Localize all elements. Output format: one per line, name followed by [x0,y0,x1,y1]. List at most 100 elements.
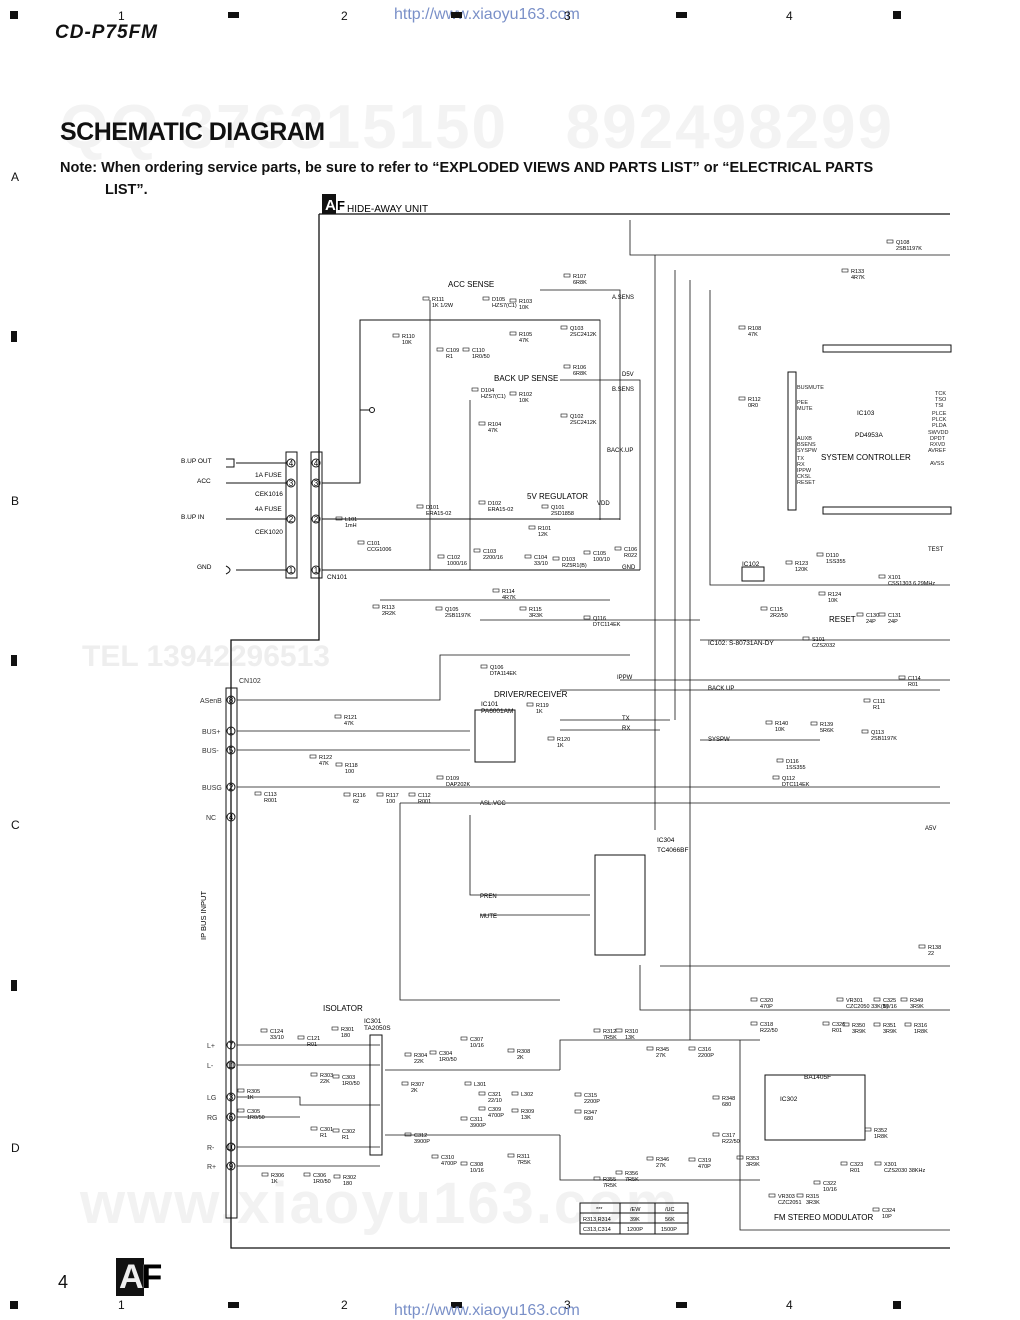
component-ref: C312 [414,1133,427,1139]
component-symbol [511,1108,519,1113]
component-ref: R348 [722,1096,735,1102]
component-symbol [900,997,908,1002]
component-ref: C320 [760,998,773,1004]
component-symbol [841,268,849,273]
component-value: DTC114EK [593,622,621,628]
component-symbol [840,1161,848,1166]
svg-text:1A FUSE: 1A FUSE [255,472,282,479]
component-ref: L101 [345,517,357,523]
component-ref: Q112 [782,776,795,782]
component-ref: C114 [908,676,921,682]
component-symbol [422,296,430,301]
bottom-unit-badge-text: AF [119,1258,162,1296]
component-value: 180 [343,1181,352,1187]
component-symbol [574,1092,582,1097]
watermark-tel: TEL 13942296513 [82,640,330,673]
grid-number-1: 1 [118,9,125,23]
svg-text:SYSTEM CONTROLLER: SYSTEM CONTROLLER [821,453,911,462]
registration-marks [10,11,901,1309]
component-value: 100/10 [593,557,610,563]
component-value: 10K [402,340,412,346]
component-l301: L301 [464,1081,486,1088]
component-value: R022 [624,553,637,559]
component-symbol [796,1193,804,1198]
svg-text:CEK1020: CEK1020 [255,529,283,536]
component-ref: L302 [521,1092,533,1098]
svg-text:BSENS: BSENS [797,442,816,448]
component-ref: C121 [307,1036,320,1042]
ic102-block [741,566,765,582]
component-symbol [810,721,818,726]
component-ref: D116 [786,759,799,765]
component-symbol [297,1035,305,1040]
svg-text:A.SENS: A.SENS [612,295,634,301]
component-value: 47K [344,721,354,727]
component-ref: R302 [343,1175,356,1181]
component-value: 5R6K [820,728,834,734]
component-symbol [878,612,886,617]
component-value: 3R3K [529,613,543,619]
component-value: 33/10 [534,561,548,567]
component-ref: C325 [883,998,896,1004]
component-value: DTA114EK [490,671,517,677]
svg-text:ACC SENSE: ACC SENSE [448,280,494,289]
component-value: 13K [521,1115,531,1121]
component-symbol [332,1128,340,1133]
component-symbol [750,997,758,1002]
component-symbol [436,775,444,780]
svg-text:PA6001AM: PA6001AM [481,708,513,715]
component-symbol [507,1153,515,1158]
header-url-link[interactable]: http://www.xiaoyu163.com [394,6,580,23]
component-value: 1R0/50 [472,354,490,360]
component-ref: R113 [382,605,395,611]
component-symbol [816,552,824,557]
component-symbol [886,239,894,244]
component-symbol [333,1174,341,1179]
component-symbol [836,997,844,1002]
component-symbol [615,1028,623,1033]
component-ref: Q103 [570,326,583,332]
grid-number-3: 3 [564,9,571,23]
svg-text:A5V: A5V [925,826,936,832]
component-value: 2K [517,1055,524,1061]
component-symbol [864,1127,872,1132]
footer-url-link[interactable]: http://www.xiaoyu163.com [394,1302,580,1319]
svg-text:B.SENS: B.SENS [612,387,634,393]
svg-text:TSO: TSO [935,397,947,403]
row-letter-a: A [11,170,20,184]
component-symbol [646,1046,654,1051]
svg-text:TA2050S: TA2050S [364,1025,391,1032]
component-value: R001 [264,798,277,804]
component-symbol [254,791,262,796]
svg-text:L+: L+ [207,1043,215,1050]
grid-number-2: 2 [341,9,348,23]
component-value: 22/10 [488,1098,502,1104]
component-value: 2SC2412K [570,420,597,426]
unit-badge-letter2: F [337,198,345,213]
component-symbol [765,720,773,725]
component-value: 470P [760,1004,773,1010]
ic103-bottom-pins [822,506,952,515]
component-symbol [646,1156,654,1161]
